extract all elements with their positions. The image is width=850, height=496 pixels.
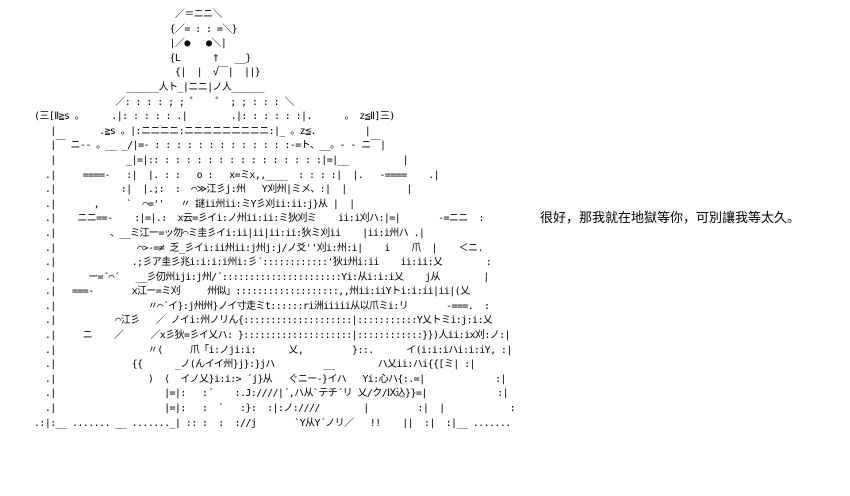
ascii-art-line: |￣ ニ-- 。__ _/|=- : : : : : : : : : : : :… bbox=[34, 140, 386, 152]
ascii-art-line: {| | √￣| ||} bbox=[34, 67, 261, 79]
ascii-art-line: .| |=|: : ` :}: :|:ノ://// | :| | :| bbox=[34, 403, 514, 415]
ascii-art-line: |／● ●＼| bbox=[34, 38, 227, 50]
ascii-art-line: .| ) ( イノ乂}i:i:> ´j}从 ぐニー-}イハ Yi:心ハ{:.=|… bbox=[34, 373, 507, 385]
ascii-art-line: | .≧s 。|:ニニニニ:ニニニニニニニニニ:|_ 。z≦. | bbox=[34, 125, 371, 137]
ascii-art-line: .| ====- :| |. : : o : x=ミx,,____ : : : … bbox=[34, 169, 440, 181]
ascii-art-line: .| ===- x江ー=ミ刈 州似」:::::::::::::::::::,,州… bbox=[34, 286, 470, 298]
ascii-art-line: {／= : : =＼} bbox=[34, 23, 238, 35]
ascii-art-line: {L † __} bbox=[34, 52, 252, 64]
ascii-art-line: .| 〃⌒´イ}:j州州}ノイ寸走ミt::::::ri洲iiiii从以爪ミi:リ… bbox=[34, 300, 490, 312]
ascii-art-line: .| ニニ==- :|=|.: x云=彡イi:ノ州ii:ii:ミ狄刈ミ ii:i… bbox=[34, 213, 485, 225]
ascii-art-line: (三[Ⅱ≧s 。 .|: : : : : .| .|: : : : : :|. … bbox=[34, 111, 395, 123]
ascii-art-line: .:|:__ ....... __ ......._| :: : : ://j … bbox=[34, 417, 514, 429]
ascii-art-line: .| :| |.;: : ⌒≫江彡j:州 Y刈州|ミメ、:| | | bbox=[34, 184, 413, 196]
ascii-art-line: .| 、__ミ江ー=ッ勿⌒ミ圭彡イi:ii|ii|ii:ii:狄ミ刈ii |ii… bbox=[34, 227, 425, 239]
ascii-art-line: ／＝ニニ＼ bbox=[34, 9, 223, 20]
ascii-art-line: .| ⌒>-=≠ 乏_彡イi:ii州ii:j州j:j/ノ爻''刈i:州:i| i… bbox=[34, 242, 484, 254]
ascii-art-line: .| ⌒江彡 ／ ノイi:州ノリん{::::::::::::::::::::|:… bbox=[34, 315, 514, 327]
ascii-art-line: ______人ト_|ニニ|ノ人______ bbox=[34, 81, 264, 93]
ascii-art-line: .| .;彡ア圭彡兆i:i:i:i州i:彡´::::::::::::'狄i州i:… bbox=[34, 257, 492, 269]
ascii-art-line: .| ニ ／ ／x彡狄=彡イ乂ハ: }::::::::::::::::::::|… bbox=[44, 330, 511, 342]
ascii-art-line: .| |=|: :´ :.J:////|´,ハ从`テチ´リ 乂/ク/Ⅸ込}}=|… bbox=[34, 388, 509, 400]
ascii-art-line: | _|=|:: : : : : : : : : : : : : : : :|=… bbox=[34, 154, 409, 166]
ascii-art-line: ／: : : : ; ; ゜ ゜ ; ; : : : ＼ bbox=[34, 96, 294, 108]
ascii-art-line: .| 〃( 爪「i:ノji:i: 乂, }::. イ(i:i:iハi:i:iY,… bbox=[44, 344, 513, 356]
dialogue-text: 很好，那我就在地獄等你，可別讓我等太久。 bbox=[540, 211, 801, 226]
ascii-art-line: .| {{ _ノ(んイイ州}j}:}jハ __ ハ乂ii:ハi{{[ミ| :| … bbox=[34, 359, 514, 371]
ascii-art: ／＝ニニ＼ {／= : : =＼} |／● ●＼| {L † __} {| | … bbox=[34, 8, 514, 431]
ascii-art-line: .| , ` ⌒='' 〃 謎ii州ii:ミY彡刈ii:ii:j}从 | | bbox=[34, 198, 355, 210]
ascii-art-line: .| ー=´⌒´ __彡仞州iji:j州/´::::::::::::::::::… bbox=[34, 271, 489, 283]
